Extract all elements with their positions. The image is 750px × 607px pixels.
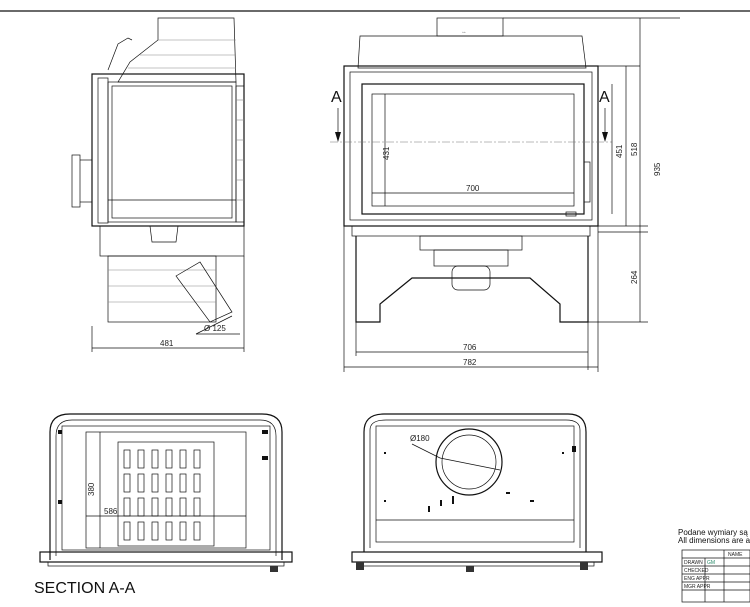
- front-total-height-dim: 935: [653, 162, 662, 176]
- notes-and-title-block: Podane wymiary są All dimensions are a N…: [678, 528, 750, 603]
- title-block-row-label: DRAWN: [684, 560, 703, 566]
- front-inner-width-dim: 700: [466, 184, 480, 193]
- svg-text:◦◦: ◦◦: [462, 30, 466, 36]
- title-block-row-label: ENG APPR: [684, 576, 710, 582]
- front-view: ◦◦ A A 700 431 451 518: [330, 17, 680, 372]
- side-depth-dim: 481: [160, 339, 174, 348]
- section-mark-left: A: [331, 89, 342, 106]
- section-title: SECTION A-A: [34, 580, 136, 597]
- front-base-width-dim: 706: [463, 343, 477, 352]
- side-view: 481 Ø 125: [71, 17, 245, 352]
- top-view: Ø180: [351, 413, 603, 572]
- section-view: 380 586 SECTION A-A: [34, 413, 293, 597]
- section-width-dim: 586: [104, 507, 118, 516]
- front-frame-height-dim: 518: [630, 142, 639, 156]
- front-total-width-dim: 782: [463, 358, 477, 367]
- front-door-height-dim: 451: [615, 144, 624, 158]
- section-mark-right: A: [599, 89, 610, 106]
- dimension-note-pl: Podane wymiary są: [678, 528, 748, 537]
- title-block-row-label: MGR APPR: [684, 584, 711, 590]
- section-height-dim: 380: [87, 482, 96, 496]
- top-flue-diameter-dim: Ø180: [410, 434, 430, 443]
- front-base-height-dim: 264: [630, 270, 639, 284]
- title-block-header: NAME: [728, 552, 743, 558]
- title-block-row-label: CHECKED: [684, 568, 709, 574]
- title-block-row-value: GM: [707, 560, 715, 566]
- front-inner-height-dim: 431: [382, 146, 391, 160]
- dimension-note-en: All dimensions are a: [678, 536, 750, 545]
- side-flue-dim: Ø 125: [204, 324, 226, 333]
